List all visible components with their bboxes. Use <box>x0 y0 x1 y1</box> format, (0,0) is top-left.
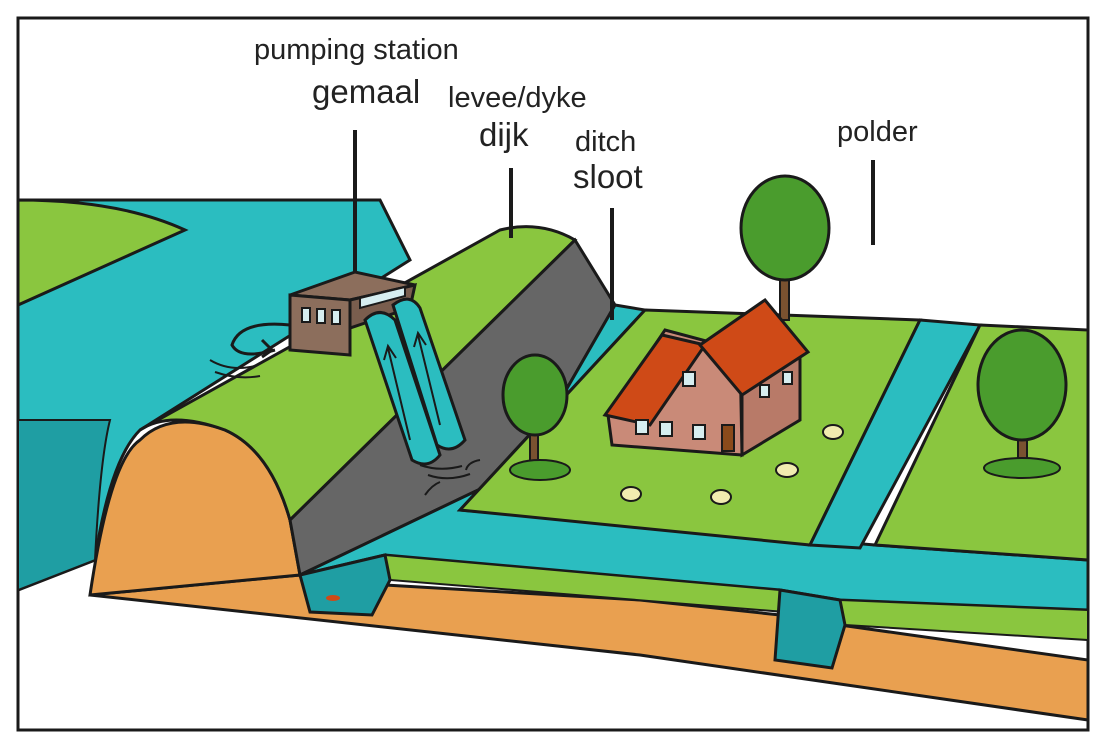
label-pumping-station-nl: gemaal <box>312 75 420 108</box>
label-levee-en: levee/dyke <box>448 84 587 113</box>
label-levee-nl: dijk <box>479 118 529 151</box>
label-polder: polder <box>837 118 918 147</box>
label-ditch-en: ditch <box>575 128 636 157</box>
label-ditch-nl: sloot <box>573 160 643 193</box>
label-pumping-station-en: pumping station <box>254 36 459 65</box>
ditch-section-right <box>775 590 845 668</box>
fish-icon <box>326 595 340 601</box>
